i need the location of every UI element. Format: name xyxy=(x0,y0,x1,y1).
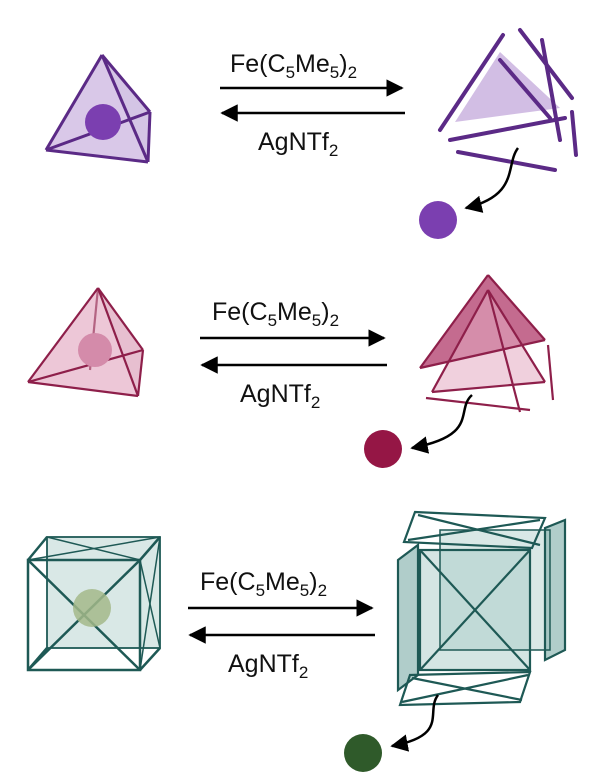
reverse-reagent-label: AgNTf2 xyxy=(240,380,320,412)
reaction-row-1: Fe(C5Me5)2 AgNTf2 xyxy=(44,28,578,239)
disassembled-cage-purple xyxy=(438,28,578,172)
forward-reagent-label: Fe(C5Me5)2 xyxy=(212,298,339,330)
reaction-row-3: Fe(C5Me5)2 AgNTf2 xyxy=(26,510,567,772)
encapsulated-guest xyxy=(78,333,112,367)
released-guest-purple xyxy=(419,201,457,239)
forward-reagent-label: Fe(C5Me5)2 xyxy=(230,50,357,82)
reaction-arrows-1 xyxy=(220,79,405,122)
encapsulated-guest xyxy=(85,104,121,140)
intact-tetrahedral-cage-purple xyxy=(44,54,152,164)
disassembled-cage-magenta xyxy=(419,274,555,413)
intact-tetrahedral-cage-magenta xyxy=(27,287,145,398)
guest-release-arrow xyxy=(410,394,473,454)
reaction-arrows-2 xyxy=(200,329,387,374)
released-guest-magenta xyxy=(364,430,402,468)
disassembled-cage-teal xyxy=(396,510,567,707)
intact-cubic-cage-teal xyxy=(26,536,161,672)
forward-reagent-label: Fe(C5Me5)2 xyxy=(200,568,327,600)
guest-release-arrow xyxy=(464,147,520,213)
reaction-arrows-3 xyxy=(188,599,375,644)
reaction-row-2: Fe(C5Me5)2 AgNTf2 xyxy=(27,274,555,468)
reverse-reagent-label: AgNTf2 xyxy=(258,128,338,160)
guest-release-arrow xyxy=(390,694,440,752)
encapsulated-guest xyxy=(73,589,111,627)
reverse-reagent-label: AgNTf2 xyxy=(228,650,308,682)
released-guest-green xyxy=(344,734,382,772)
